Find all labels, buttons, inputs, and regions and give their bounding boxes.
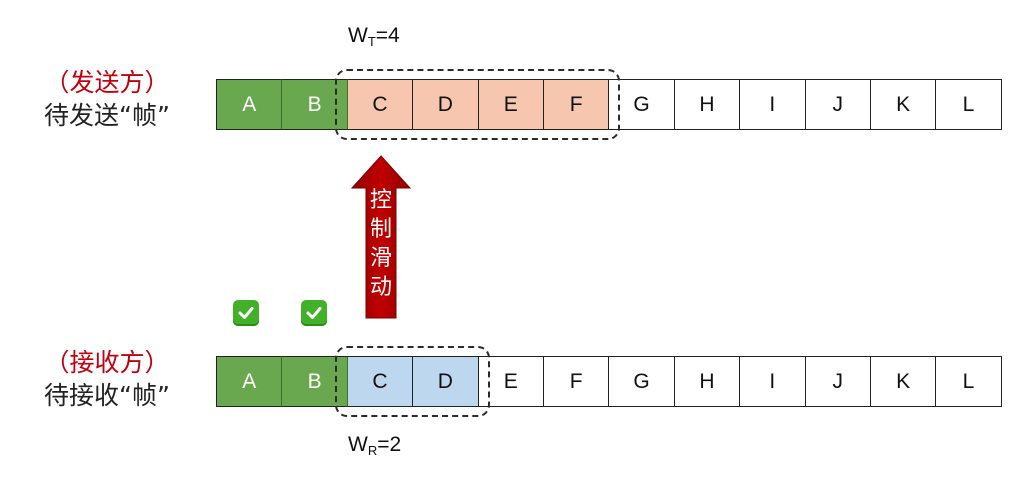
receiver-window-label-sub: R [367,443,378,458]
check-mark-icon [233,300,259,326]
sender-frame-cell: C [347,79,414,130]
sender-frame-cell: A [217,79,283,130]
sender-frame-cell: H [674,79,741,130]
receiver-frame-cell: E [478,356,544,407]
sender-frame-cell: J [805,79,871,130]
arrow-label-char: 滑 [369,246,392,271]
receiver-frame-cell: B [282,356,348,407]
control-slide-arrow [350,155,412,319]
sender-role-label: （发送方） [44,68,170,97]
check-glyph [238,307,254,319]
sender-frame-cell: D [413,79,479,130]
arrow-label-char: 制 [369,217,392,242]
arrow-label: 控制滑动 [364,186,398,302]
sender-frame-cell: G [609,79,675,130]
receiver-desc-label: 待接收“帧” [44,381,170,410]
arrow-label-text: 控制滑动 [364,186,398,302]
sender-frame-cell: E [478,79,544,130]
receiver-window-label-value: =2 [377,433,402,456]
sender-frame-cell: F [543,79,610,130]
receiver-frame-cell: K [870,356,937,407]
sender-frame-cell: I [740,79,806,130]
sender-window-label: WT=4 [348,24,400,49]
receiver-frame-cell: A [217,356,283,407]
receiver-frame-cell: H [674,356,741,407]
receiver-window-label: WR=2 [348,433,401,458]
receiver-frame-cell: G [609,356,675,407]
sender-window-label-main: W [348,24,368,47]
receiver-window-label-main: W [348,433,368,456]
sender-frame-cell: K [870,79,937,130]
receiver-frame-cell: L [936,356,1002,407]
receiver-frame-cell: C [347,356,414,407]
receiver-frame-cell: D [413,356,479,407]
arrow-label-char: 动 [369,275,392,300]
sender-frame-cell: B [282,79,348,130]
sender-frame-cell: L [936,79,1002,130]
sender-window-label-sub: T [367,34,376,49]
receiver-label: （接收方） 待接收“帧” [0,346,214,412]
arrow-shape [350,155,412,319]
check-mark-icon [301,300,327,326]
receiver-frame-cell: I [740,356,806,407]
receiver-frame-cell: F [543,356,610,407]
receiver-frame-cell: J [805,356,871,407]
arrow-label-char: 控 [369,188,392,213]
sender-window-label-value: =4 [375,24,400,47]
check-glyph [306,307,322,319]
receiver-role-label: （接收方） [44,348,170,377]
sender-label: （发送方） 待发送“帧” [0,66,214,132]
sender-desc-label: 待发送“帧” [44,101,170,130]
